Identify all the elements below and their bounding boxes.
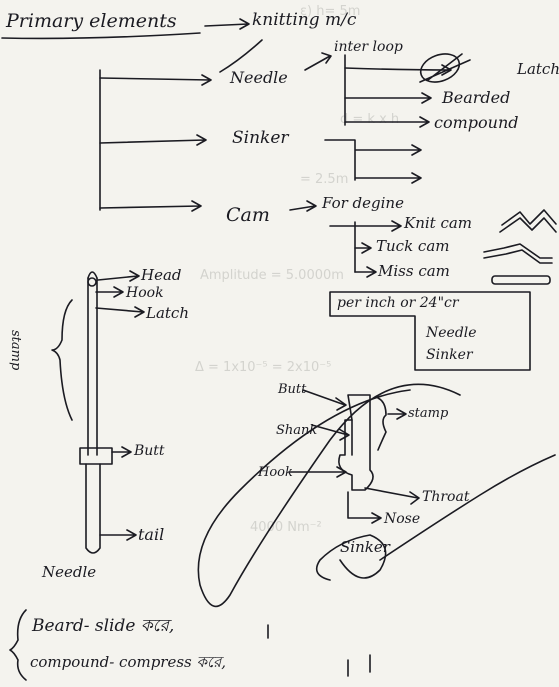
compound-arrow <box>344 116 430 128</box>
knitting-machine-label: knitting m/c <box>252 10 357 30</box>
needle-butt <box>79 447 113 465</box>
footnote-brace <box>9 609 27 681</box>
needle-stamp-label: stamp <box>8 330 23 371</box>
needle-latch-label: Latch <box>146 304 189 322</box>
for-degine-label: For degine <box>322 194 404 212</box>
needle-tail <box>85 463 101 554</box>
sinker-branch-arrow <box>99 134 207 146</box>
sinker-caption: Sinker <box>340 538 390 556</box>
sinker-outline <box>338 394 374 491</box>
sinker-branch-label: Sinker <box>232 128 289 148</box>
cam-branch-arrow <box>99 200 202 212</box>
bleed-through-text: Δ = 1x10⁻⁵ = 2x10⁻⁵ <box>195 360 332 375</box>
per-inch-box <box>329 291 531 371</box>
bleed-through-text: d = k x h <box>340 112 400 127</box>
sinker-throat-label: Throat <box>422 489 470 505</box>
cam-branch-label: Cam <box>226 204 270 226</box>
knit-cam-sketch <box>501 209 557 226</box>
bleed-through-text: ε) h= 5m <box>300 4 361 19</box>
needle-tail-label: tail <box>138 525 165 544</box>
bearded-needle-label: Bearded <box>442 88 511 107</box>
sinker-butt-label: Butt <box>278 382 307 397</box>
bearded-arrow <box>344 92 432 104</box>
interloop-label: inter loop <box>334 39 403 55</box>
per-inch-sinker: Sinker <box>426 347 473 363</box>
sinker-stamp-brace <box>377 397 387 451</box>
footnote-beard: Beard- slide করে, <box>32 616 175 636</box>
latch-arrow <box>344 64 452 76</box>
loop-curve <box>197 383 461 608</box>
sinker-shank-label: Shank <box>276 423 318 438</box>
per-inch-line1: per inch or 24"cr <box>337 295 459 311</box>
footnote-compound: compound- compress করে, <box>30 653 227 671</box>
needle-shank <box>87 277 98 456</box>
sinker-stamp-label: stamp <box>408 406 449 421</box>
needle-head-label: Head <box>141 266 182 284</box>
title-arrow <box>204 18 250 30</box>
needle-caption: Needle <box>42 563 97 581</box>
needle-hook-label: Hook <box>126 285 164 301</box>
sinker-caption-scribble <box>315 534 387 581</box>
title-underline <box>1 32 201 40</box>
sinker-nose-label: Nose <box>384 511 421 527</box>
tuck-cam-sketch <box>483 243 553 259</box>
miss-cam-sketch <box>491 275 551 285</box>
bleed-through-text: Amplitude = 5.0000m <box>200 268 344 283</box>
sinker-hook-label: Hook <box>258 465 293 480</box>
knit-cam-label: Knit cam <box>404 214 473 232</box>
miss-cam-label: Miss cam <box>378 262 450 280</box>
needle-butt-label: Butt <box>134 443 165 459</box>
per-inch-needle: Needle <box>426 325 477 341</box>
needle-branch-label: Needle <box>230 68 288 87</box>
tuck-cam-label: Tuck cam <box>376 237 450 255</box>
stamp-brace <box>51 299 73 421</box>
latch-needle-label: Latch <box>517 60 559 78</box>
bleed-through-text: = 2.5m <box>300 172 349 187</box>
compound-needle-label: compound <box>434 113 519 132</box>
needle-branch-arrow <box>99 74 212 86</box>
notes-title: Primary elements <box>6 10 177 32</box>
